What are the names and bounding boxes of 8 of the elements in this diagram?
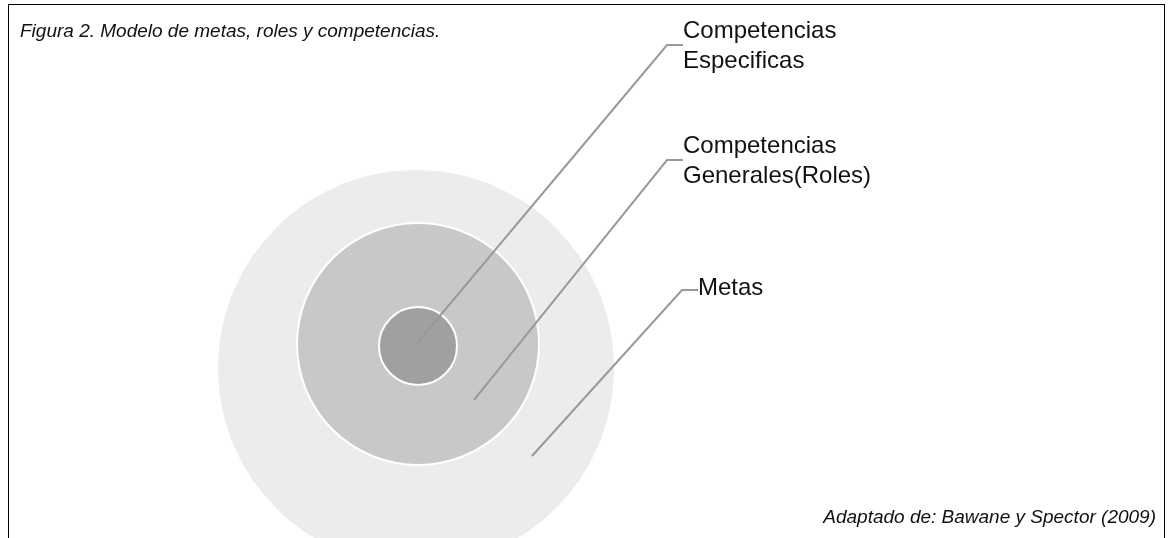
leader-label: Metas <box>698 272 788 302</box>
source-caption: Adaptado de: Bawane y Spector (2009) <box>823 506 1156 528</box>
leader-line <box>417 44 684 343</box>
figure-title: Figura 2. Modelo de metas, roles y competencias. <box>20 20 441 42</box>
leader-line <box>531 289 699 457</box>
leader-line <box>473 159 684 401</box>
leader-label: Competencias Generales(Roles) <box>683 130 933 190</box>
leader-label: Competencias Especificas <box>683 15 893 75</box>
